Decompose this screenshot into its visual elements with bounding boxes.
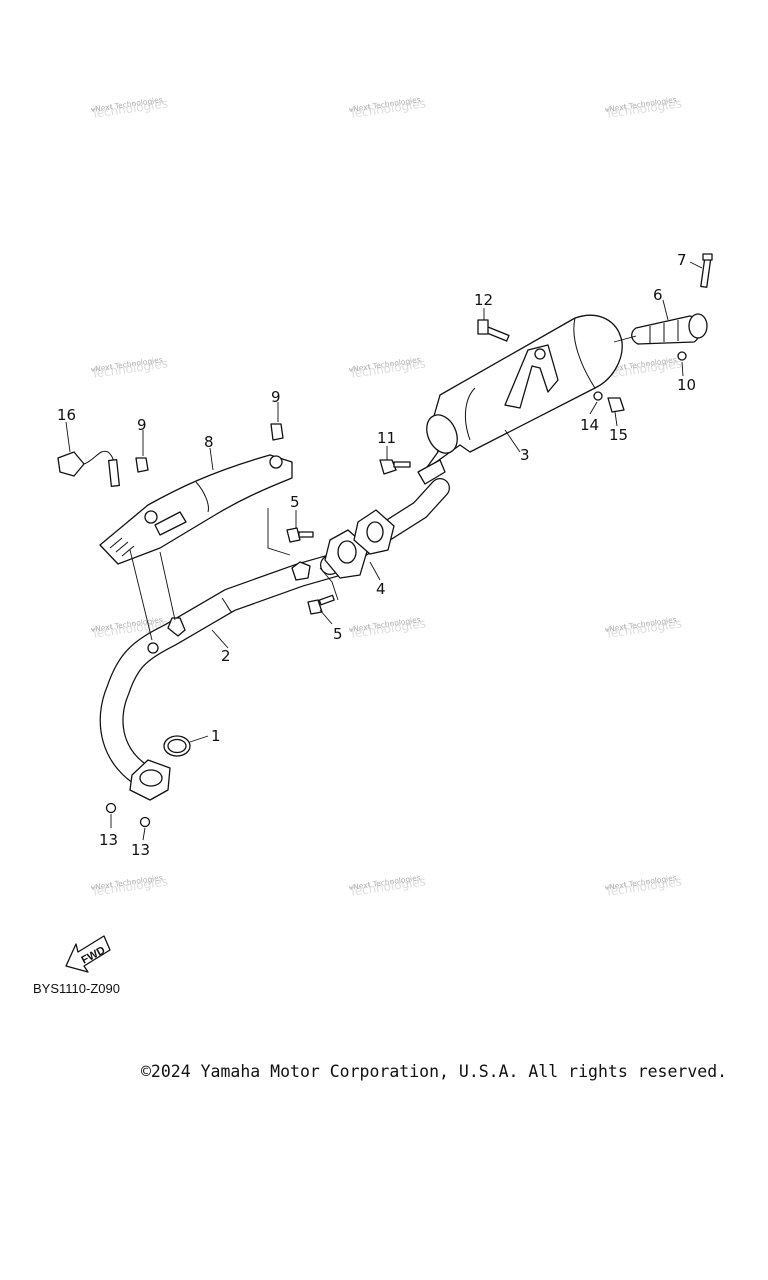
callout-5: 5 xyxy=(333,625,343,643)
callout-9: 9 xyxy=(271,388,281,406)
callout-9: 9 xyxy=(137,416,147,434)
watermark: Technologies vNext Technologies xyxy=(89,95,168,121)
watermark: Technologies vNext Technologies xyxy=(603,95,682,121)
watermark: Technologies vNext Technologies xyxy=(89,873,168,899)
gasket-part-1 xyxy=(163,735,191,757)
watermark: Technologies vNext Technologies xyxy=(347,615,426,641)
nut-part-9-right xyxy=(270,423,284,441)
exhaust-pipe-part-2 xyxy=(99,553,347,801)
callout-14: 14 xyxy=(580,416,599,434)
callout-1: 1 xyxy=(211,727,221,745)
callout-15: 15 xyxy=(609,426,628,444)
callout-13: 13 xyxy=(131,841,150,859)
callout-10: 10 xyxy=(677,376,696,394)
bolt-part-12 xyxy=(477,319,510,342)
callout-3: 3 xyxy=(520,446,530,464)
bolt-part-5-upper xyxy=(286,527,314,543)
muffler-part-3 xyxy=(417,314,623,485)
fwd-arrow-icon: FWD xyxy=(65,935,111,973)
watermark: Technologies vNext Technologies xyxy=(89,355,168,381)
callout-6: 6 xyxy=(653,286,663,304)
watermark: Technologies vNext Technologies xyxy=(603,615,682,641)
callout-5: 5 xyxy=(290,493,300,511)
callout-labels: 1 2 3 4 5 5 6 7 8 9 9 10 11 12 13 13 14 … xyxy=(57,251,696,859)
nut-part-10 xyxy=(677,351,687,361)
bolt-part-5-lower xyxy=(307,594,335,615)
callout-12: 12 xyxy=(474,291,493,309)
bolt-part-11 xyxy=(379,459,411,475)
fwd-label: FWD xyxy=(80,944,108,966)
heat-shield-part-8 xyxy=(99,454,293,641)
callout-4: 4 xyxy=(376,580,386,598)
callout-8: 8 xyxy=(204,433,214,451)
watermark: Technologies vNext Technologies xyxy=(347,873,426,899)
diagram-code: BYS1110-Z090 xyxy=(33,981,120,996)
callout-16: 16 xyxy=(57,406,76,424)
nut-part-9-left xyxy=(135,457,149,473)
callout-7: 7 xyxy=(677,251,687,269)
nut-part-15 xyxy=(607,397,625,413)
copyright-notice: ©2024 Yamaha Motor Corporation, U.S.A. A… xyxy=(141,1062,728,1081)
callout-2: 2 xyxy=(221,647,231,665)
o2-sensor-part-16 xyxy=(57,450,120,487)
callout-11: 11 xyxy=(377,429,396,447)
watermark: Technologies vNext Technologies xyxy=(603,873,682,899)
nut-part-13-right xyxy=(139,816,151,828)
nut-part-13-left xyxy=(105,802,117,814)
washer-part-14 xyxy=(593,391,603,401)
bolt-part-7 xyxy=(700,253,713,288)
callout-13: 13 xyxy=(99,831,118,849)
watermark: Technologies vNext Technologies xyxy=(347,355,426,381)
watermark: Technologies vNext Technologies xyxy=(347,95,426,121)
connector-pipe-part-4 xyxy=(319,478,450,601)
callout-leaders xyxy=(65,261,703,841)
spark-arrestor-part-6 xyxy=(613,313,708,345)
